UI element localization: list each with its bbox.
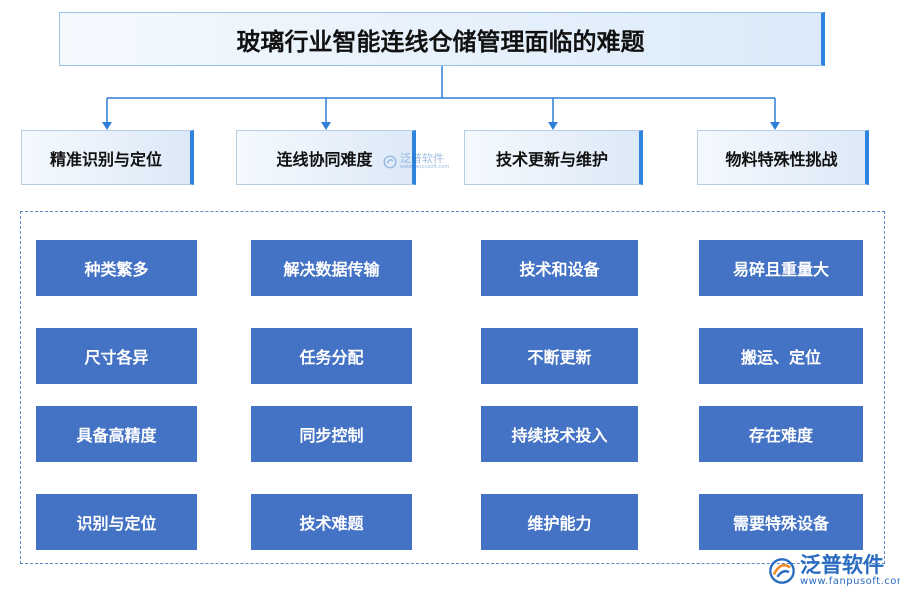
item-box: 解决数据传输 <box>251 240 412 296</box>
category-box-0: 精准识别与定位 <box>21 130 194 185</box>
diagram-title: 玻璃行业智能连线仓储管理面临的难题 <box>59 12 825 66</box>
item-label: 搬运、定位 <box>740 348 821 367</box>
item-box: 持续技术投入 <box>481 406 638 462</box>
item-box: 尺寸各异 <box>36 328 197 384</box>
category-label-0: 精准识别与定位 <box>49 149 162 169</box>
item-label: 存在难度 <box>748 426 813 445</box>
item-label: 技术和设备 <box>519 260 600 279</box>
item-label: 任务分配 <box>299 348 364 367</box>
item-box: 同步控制 <box>251 406 412 462</box>
item-label: 技术难题 <box>299 514 364 533</box>
item-box: 具备高精度 <box>36 406 197 462</box>
item-label: 需要特殊设备 <box>732 514 829 533</box>
item-label: 具备高精度 <box>76 426 157 445</box>
item-box: 维护能力 <box>481 494 638 550</box>
category-label-3: 物料特殊性挑战 <box>725 149 838 169</box>
item-box: 搬运、定位 <box>699 328 863 384</box>
category-box-2: 技术更新与维护 <box>464 130 643 185</box>
items-container <box>20 211 885 564</box>
item-box: 易碎且重量大 <box>699 240 863 296</box>
item-box: 技术难题 <box>251 494 412 550</box>
diagram-title-text: 玻璃行业智能连线仓储管理面临的难题 <box>236 27 645 56</box>
watermark-brand: 泛普软件 <box>400 152 444 165</box>
item-box: 存在难度 <box>699 406 863 462</box>
watermark-url: www.fanpusoft.com <box>400 164 450 170</box>
category-box-1: 连线协同难度 <box>236 130 416 185</box>
item-box: 种类繁多 <box>36 240 197 296</box>
category-label-2: 技术更新与维护 <box>495 149 608 169</box>
connector-arrow-1 <box>321 122 331 130</box>
item-label: 尺寸各异 <box>84 348 149 367</box>
item-label: 同步控制 <box>299 426 364 445</box>
item-label: 种类繁多 <box>84 260 149 279</box>
category-label-1: 连线协同难度 <box>276 149 373 169</box>
connector-arrow-3 <box>770 122 780 130</box>
item-label: 维护能力 <box>527 514 592 533</box>
item-box: 任务分配 <box>251 328 412 384</box>
category-box-3: 物料特殊性挑战 <box>697 130 869 185</box>
item-label: 不断更新 <box>527 348 592 367</box>
watermark-corner-url: www.fanpusoft.com <box>800 576 900 587</box>
item-box: 识别与定位 <box>36 494 197 550</box>
item-box: 需要特殊设备 <box>699 494 863 550</box>
connector-arrow-2 <box>548 122 558 130</box>
watermark-corner: 泛普软件 www.fanpusoft.com <box>768 554 900 587</box>
item-box: 技术和设备 <box>481 240 638 296</box>
watermark-corner-brand: 泛普软件 <box>800 553 884 577</box>
fanpu-logo-icon <box>769 557 795 584</box>
fanpu-logo-icon <box>383 155 397 168</box>
item-label: 易碎且重量大 <box>732 260 829 279</box>
item-label: 解决数据传输 <box>283 260 380 279</box>
watermark-center: 泛普软件 www.fanpusoft.com <box>383 153 449 170</box>
connector-arrow-0 <box>102 122 112 130</box>
item-label: 持续技术投入 <box>511 426 608 445</box>
item-box: 不断更新 <box>481 328 638 384</box>
item-label: 识别与定位 <box>76 514 157 533</box>
